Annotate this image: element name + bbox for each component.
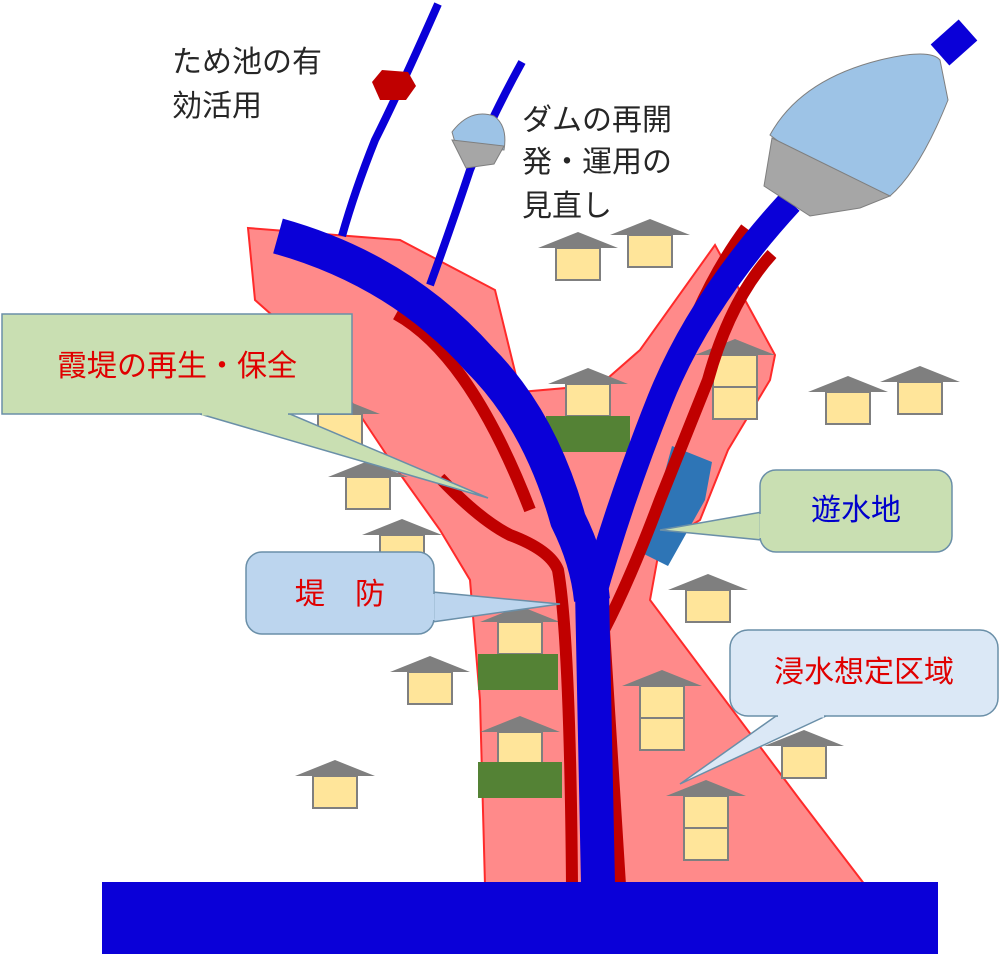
yusuichi-label: 遊水地 — [811, 493, 901, 528]
shinsui-label: 浸水想定区域 — [774, 655, 954, 690]
dam-label-line2: 発・運用の — [522, 145, 672, 180]
tameike-label-line2: 効活用 — [172, 89, 262, 124]
tameike-label-line1: ため池の有 — [172, 45, 322, 80]
dam-label-line3: 見直し — [522, 189, 612, 224]
river-right-tributary — [579, 193, 800, 604]
stream-small-dam — [426, 60, 526, 287]
teibou-label: 堤 防 — [295, 577, 385, 612]
river-left-tributary — [273, 218, 610, 603]
large-dam — [763, 53, 949, 217]
downstream-channel — [102, 882, 938, 954]
house — [294, 759, 376, 809]
levee-left-upper — [393, 308, 536, 513]
weir-middle — [478, 654, 558, 690]
house — [667, 573, 749, 623]
callout-shinsui: 浸水想定区域 — [679, 629, 999, 785]
house — [609, 218, 691, 268]
house — [389, 655, 471, 705]
levee-kasumitei — [435, 473, 578, 886]
stream-pond — [338, 2, 442, 238]
callout-kasumitei: 霞堤の再生・保全 — [1, 313, 489, 499]
stream-big-dam — [930, 19, 978, 66]
house — [807, 375, 889, 425]
pond-marker — [372, 70, 416, 100]
house — [879, 365, 961, 415]
dam-label-line1: ダムの再開 — [522, 103, 672, 138]
river-main-trunk — [575, 589, 615, 886]
retention-basin — [640, 446, 712, 566]
river — [273, 193, 800, 886]
small-dam — [451, 113, 506, 169]
house — [537, 231, 619, 281]
weir-lower — [478, 762, 562, 798]
callout-yusuichi: 遊水地 — [659, 469, 953, 553]
kasumitei-label: 霞堤の再生・保全 — [57, 349, 297, 384]
callout-teibou: 堤 防 — [245, 551, 561, 635]
